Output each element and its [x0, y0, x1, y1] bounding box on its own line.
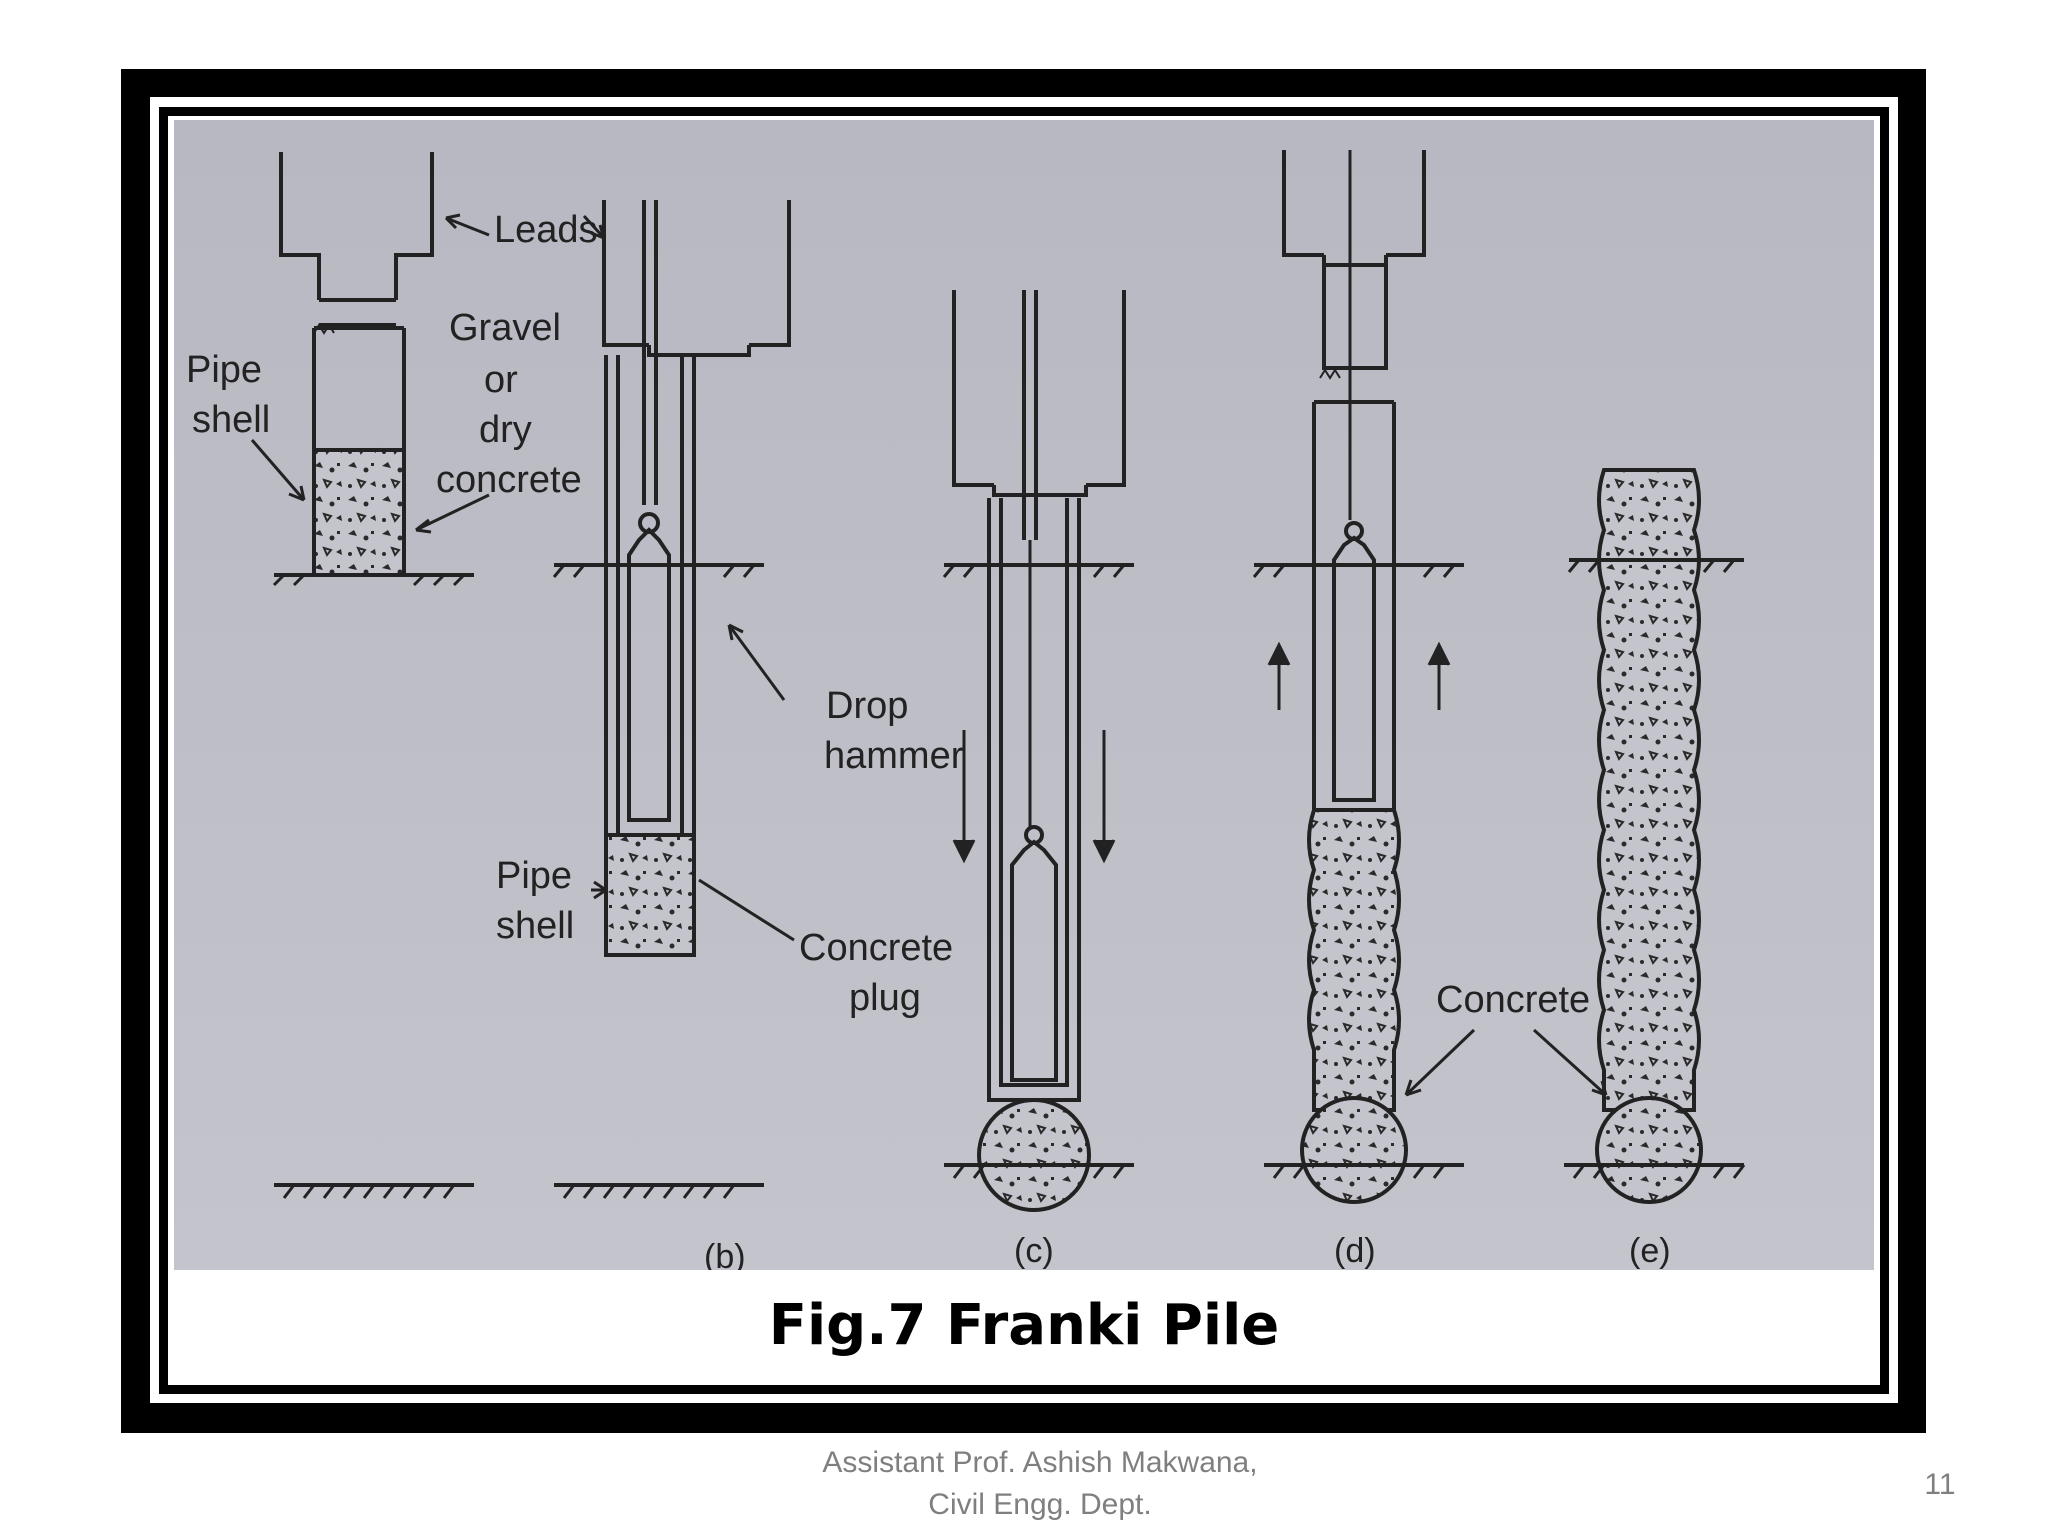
- stage-d-pile: [1252, 150, 1476, 1204]
- label-pipe-a: Pipe: [186, 349, 262, 391]
- label-shell-a: shell: [192, 399, 270, 441]
- label-plug: plug: [849, 977, 921, 1019]
- label-gravel: Gravel: [449, 307, 561, 349]
- stage-c-pile: [942, 290, 1134, 1212]
- page-number: 11: [1924, 1468, 1956, 1501]
- label-shell-b: shell: [496, 905, 574, 947]
- label-hammer: hammer: [824, 735, 964, 777]
- figure-caption-text: Fig.7 Franki Pile: [768, 1292, 1280, 1358]
- label-dry: dry: [479, 409, 532, 451]
- stage-e-pile: [1532, 468, 1746, 1204]
- label-pipe-b: Pipe: [496, 855, 572, 897]
- diagram-lines: [250, 150, 1746, 1212]
- label-leads: Leads: [494, 209, 598, 251]
- franki-pile-diagram: Leads Gravel or dry concrete Pipe shell …: [174, 120, 1874, 1270]
- label-concrete-de: Concrete: [1436, 979, 1590, 1021]
- stage-label-b: (b): [704, 1238, 746, 1270]
- footer-author: Assistant Prof. Ashish Makwana, Civil En…: [700, 1442, 1380, 1526]
- footer-author-line2: Civil Engg. Dept.: [928, 1488, 1152, 1521]
- label-drop: Drop: [826, 685, 908, 727]
- stage-label-e: (e): [1629, 1232, 1671, 1270]
- label-or: or: [484, 359, 518, 401]
- stage-a-pile: [250, 152, 490, 1199]
- label-concrete-a: concrete: [436, 459, 582, 501]
- stage-label-c: (c): [1014, 1232, 1054, 1270]
- stage-label-d: (d): [1334, 1232, 1376, 1270]
- footer-author-line1: Assistant Prof. Ashish Makwana,: [822, 1446, 1258, 1479]
- figure-caption: Fig.7 Franki Pile: [174, 1270, 1874, 1380]
- label-concrete-b: Concrete: [799, 927, 953, 969]
- stage-b-pile: [552, 200, 795, 1199]
